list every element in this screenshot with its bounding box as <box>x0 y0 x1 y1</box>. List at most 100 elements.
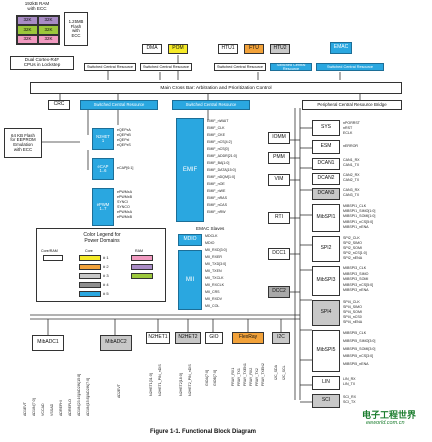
adc1-signal: VSSAD <box>50 403 54 416</box>
spi4-block: SPI4 <box>312 300 340 326</box>
eqep-signal: eQEPxA <box>117 128 131 132</box>
epwm-signal: SYNCO <box>117 205 130 209</box>
right-signal: CAN2_RX <box>343 173 360 177</box>
right-signal: SPI2_nENA <box>343 256 363 260</box>
ram-title: 192kB RAM with ECC <box>24 1 50 11</box>
right-signal: CAN3_TX <box>343 193 360 197</box>
emif-signal: EMIF_nCAS <box>207 203 227 207</box>
legend-label-3: # 3 <box>103 273 109 278</box>
right-signal: SPI4_SOMI <box>343 310 362 314</box>
gio-signal: GIOA[7:0] <box>205 370 209 386</box>
legend-swatch-2 <box>79 264 101 270</box>
right-signal: SCI_RX <box>343 395 356 399</box>
right-signal: CAN1_TX <box>343 163 360 167</box>
sci-block: SCI <box>312 394 340 408</box>
right-signal: MIBSPI1_SOMI[1:0] <box>343 214 376 219</box>
watermark-cn: 电子工程世界 <box>362 410 417 420</box>
het2-signal: N2HET2_PIN_nDIS <box>188 364 192 396</box>
legend-core-header: Core <box>85 249 93 253</box>
legend-swatch-5 <box>79 291 101 297</box>
legend-ram-header: RAM <box>135 249 143 253</box>
switched-resource-6: Switched Central Resource <box>80 100 158 110</box>
gio-signal: GIOB[7:0] <box>213 370 217 386</box>
dma-block: DMA <box>142 44 162 54</box>
right-signal: CAN2_TX <box>343 178 360 182</box>
flash-64kb: 64 KB Flash for EEPROM Emulation with EC… <box>4 128 42 158</box>
adc1-signal: ADREFLO <box>68 399 72 416</box>
mdio-block: MDIO <box>178 234 202 246</box>
sys-block: SYS <box>312 120 340 136</box>
dcan1-block: DCAN1 <box>312 158 340 170</box>
right-signal: SPI2_SIMO <box>343 241 362 245</box>
dcc2-block: DCC2 <box>268 286 290 298</box>
emif-signal: EMIF_ADDR[21:0] <box>207 154 237 158</box>
mii-signal: MII_RXER <box>205 255 222 259</box>
epwm-signal: ePWMxA <box>117 210 132 214</box>
adc1-signal: VCCAD <box>41 403 45 416</box>
ecap-block: eCAP 1..6 <box>92 158 114 180</box>
legend-ram-swatch-2 <box>131 264 153 270</box>
legend-ram-swatch-1 <box>131 255 153 261</box>
right-signal: SPI2_CLK <box>343 236 360 240</box>
right-signal: MIBSPI5_nENA <box>343 362 369 367</box>
switched-resource-5: Switched Central Resource <box>316 63 384 71</box>
right-signal: SPI4_SIMO <box>343 305 362 309</box>
right-signal: nERROR <box>343 144 358 148</box>
mii-signal: MII_RXDV <box>205 297 222 301</box>
right-signal: SPI2_nCS[1:0] <box>343 251 367 255</box>
legend-swatch-1 <box>79 255 101 261</box>
right-signal: MIBSPI1_nCS[5:0] <box>343 219 374 224</box>
dcan2-block: DCAN2 <box>312 173 340 185</box>
right-signal: nPORRST <box>343 121 360 125</box>
right-signal: SCI_TX <box>343 400 356 404</box>
htu1-block: HTU1 <box>218 44 238 54</box>
dcc1-block: DCC1 <box>268 248 290 260</box>
mii-signal: MII_TXD[3:0] <box>205 262 227 266</box>
mii-signal: MII_TXCLK <box>205 276 224 280</box>
flexray-signal: FRAY_TXEN1 <box>243 363 247 386</box>
mii-signal: MII_CRS <box>205 290 220 294</box>
legend-ram-swatch-3 <box>131 273 153 279</box>
right-signal: MIBSPI1_SIMO[1:0] <box>343 209 376 214</box>
right-signal: MIBSPI1_nENA <box>343 224 369 229</box>
right-signal: MIBSPI3_CLK <box>343 266 367 270</box>
legend-title: Color Legend for Power Domains <box>83 232 121 244</box>
esm-block: ESM <box>312 140 340 154</box>
ram-grid: 32K 32K 32K 32K 32K 32K <box>16 15 60 45</box>
emif-signal: EMIF_nCS[0] <box>207 147 229 151</box>
mii-signal: MII_COL <box>205 304 220 308</box>
emif-signal: EMIF_nDQM[1:0] <box>207 175 235 179</box>
right-signal: CAN3_RX <box>343 188 360 192</box>
mibspi5-block: MibSPI5 <box>312 330 340 372</box>
adc1-signal: AD1IN[15:8]/AD2IN[7:0] <box>86 377 90 416</box>
adc1-signal: AD1IN[23:16]/AD2IN[15:8] <box>77 373 81 416</box>
het1-signal: N2HET1_PIN_nDIS <box>158 364 162 396</box>
mibspi1-block: MibSPI1 <box>312 204 340 232</box>
right-signal: MIBSPI5_nCS[3:0] <box>343 354 374 359</box>
figure-caption: Figure 1-1. Functional Block Diagram <box>150 429 257 435</box>
crc-block: CRC <box>48 100 70 110</box>
eqep-block: N2HET 1 <box>92 128 114 150</box>
epwm-signal: ePWMxB <box>117 215 132 219</box>
right-signal: ECLK <box>343 131 353 135</box>
legend-swatch-3 <box>79 273 101 279</box>
emif-signal: EMIF_CKE <box>207 133 225 137</box>
ecap-signal: eCAP[6:1] <box>117 166 134 170</box>
emac-slaves-label: EMAC Slaves <box>196 226 225 231</box>
emif-signal: EMIF_nWAIT <box>207 119 229 123</box>
right-signal: nRST <box>343 126 353 130</box>
emif-signal: EMIF_BA[1:0] <box>207 161 230 165</box>
dcan3-block: DCAN3 <box>312 188 340 200</box>
switched-resource-4: Switched Central Resource <box>270 63 312 71</box>
legend-label-4: # 4 <box>103 282 109 287</box>
ftu-block: FTU <box>244 44 264 54</box>
emif-signal: EMIF_nWE <box>207 189 226 193</box>
emif-signal: EMIF_nRW <box>207 210 226 214</box>
switched-resource-1: Switched Central Resource <box>84 63 136 71</box>
adc1-signal: AD1IN[7:0] <box>32 398 36 416</box>
mii-signal: MII_RXCLK <box>205 283 224 287</box>
switched-resource-7: Switched Central Resource <box>172 100 250 110</box>
flexray-signal: FRAY_RX2 <box>249 367 253 386</box>
flexray-signal: FRAY_TXEN2 <box>261 363 265 386</box>
